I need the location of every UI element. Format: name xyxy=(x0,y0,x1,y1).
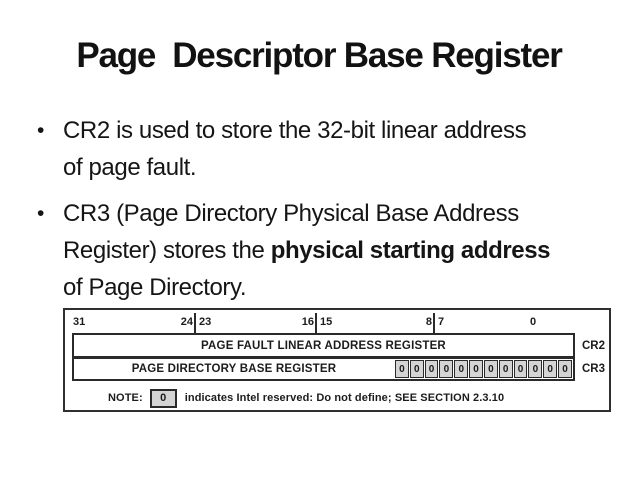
bullet-text: of page fault. xyxy=(63,154,197,181)
reserved-bit-cell: 0 xyxy=(439,360,454,378)
reserved-bit-cell: 0 xyxy=(469,360,483,378)
reserved-bit-cell: 0 xyxy=(513,360,528,378)
reserved-bit-cell: 0 xyxy=(424,360,439,378)
register-row-cr3-label-area: PAGE DIRECTORY BASE REGISTER xyxy=(74,359,394,379)
bit-label-31: 31 xyxy=(73,316,86,328)
bit-tick-24-23 xyxy=(194,313,196,333)
reserved-bit-cell: 0 xyxy=(395,360,409,378)
bullet-dot-icon: • xyxy=(37,202,45,225)
bullet-item: • CR2 is used to store the 32-bit linear … xyxy=(36,112,550,186)
bullet-text: CR2 is used to store the 32-bit linear a… xyxy=(63,117,527,144)
bullet-dot-icon: • xyxy=(37,119,45,142)
bullet-item: • CR3 (Page Directory Physical Base Addre… xyxy=(36,195,551,306)
bit-label-24: 24 xyxy=(180,316,193,328)
register-row-cr3-label: PAGE DIRECTORY BASE REGISTER xyxy=(131,363,337,375)
bit-label-23: 23 xyxy=(199,316,212,328)
bit-label-0: 0 xyxy=(530,316,537,328)
reserved-bit-cell: 0 xyxy=(558,360,572,378)
bullet-text: of Page Directory. xyxy=(63,274,247,301)
bullet-text: Register) stores the xyxy=(63,237,271,264)
diagram-note: NOTE: 0 indicates Intel reserved: Do not… xyxy=(108,387,504,409)
bullet-line: CR2 is used to store the 32-bit linear a… xyxy=(63,112,550,149)
bullet-list: • CR2 is used to store the 32-bit linear … xyxy=(36,112,551,315)
register-diagram: 31 24 23 16 15 8 7 0 PAGE FAULT LINEAR A… xyxy=(63,308,611,412)
register-row-cr2-label: PAGE FAULT LINEAR ADDRESS REGISTER xyxy=(201,339,446,352)
bullet-line: of page fault. xyxy=(63,149,550,186)
reserved-bit-cell: 0 xyxy=(543,360,558,378)
reserved-bit-cell: 0 xyxy=(409,360,424,378)
bit-label-15: 15 xyxy=(320,316,333,328)
bit-label-8: 8 xyxy=(425,316,432,328)
note-prefix: NOTE: xyxy=(108,392,143,404)
reserved-bit-cell: 0 xyxy=(498,360,513,378)
reserved-bit-cell: 0 xyxy=(483,360,498,378)
bit-tick-8-7 xyxy=(433,313,435,333)
slide-title: Page Descriptor Base Register xyxy=(76,36,563,75)
note-text: indicates Intel reserved: Do not define;… xyxy=(184,392,505,404)
reserved-bit-cell: 0 xyxy=(454,360,469,378)
bit-label-16: 16 xyxy=(301,316,314,328)
bullet-text-bold: physical starting address xyxy=(270,237,551,264)
register-tag-cr2: CR2 xyxy=(582,339,606,352)
note-reserved-box: 0 xyxy=(149,388,177,408)
bit-tick-16-15 xyxy=(315,313,317,333)
register-row-cr2: PAGE FAULT LINEAR ADDRESS REGISTER xyxy=(72,333,575,358)
reserved-bit-cell: 0 xyxy=(528,360,543,378)
bullet-line: of Page Directory. xyxy=(63,269,550,306)
bullet-line: CR3 (Page Directory Physical Base Addres… xyxy=(63,195,550,232)
bullet-text: CR3 (Page Directory Physical Base Addres… xyxy=(63,200,519,227)
bit-label-7: 7 xyxy=(438,316,445,328)
bullet-line: Register) stores the physical starting a… xyxy=(63,232,551,269)
register-tag-cr3: CR3 xyxy=(582,363,606,375)
